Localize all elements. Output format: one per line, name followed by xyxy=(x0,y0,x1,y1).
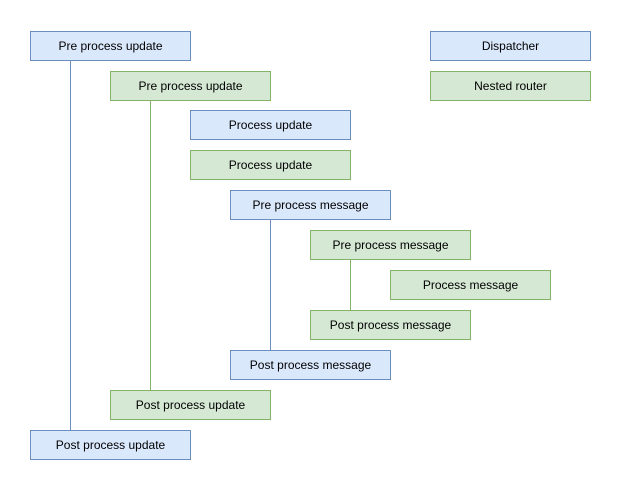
node-pre-process-update-dispatcher: Pre process update xyxy=(30,31,191,61)
legend-dispatcher: Dispatcher xyxy=(430,31,591,61)
connector-dispatcher-message-lifeline xyxy=(270,220,271,350)
node-post-process-message-dispatcher: Post process message xyxy=(230,350,391,380)
node-process-update-dispatcher: Process update xyxy=(190,110,351,140)
connector-dispatcher-update-lifeline xyxy=(70,61,71,430)
node-pre-process-message-router: Pre process message xyxy=(310,230,471,260)
connector-router-update-lifeline xyxy=(150,101,151,390)
node-post-process-update-dispatcher: Post process update xyxy=(30,430,191,460)
node-process-message-router: Process message xyxy=(390,270,551,300)
node-post-process-update-router: Post process update xyxy=(110,390,271,420)
node-pre-process-update-router: Pre process update xyxy=(110,71,271,101)
node-post-process-message-router: Post process message xyxy=(310,310,471,340)
connector-router-message-lifeline xyxy=(350,260,351,310)
node-process-update-router: Process update xyxy=(190,150,351,180)
legend-nested-router: Nested router xyxy=(430,71,591,101)
node-pre-process-message-dispatcher: Pre process message xyxy=(230,190,391,220)
